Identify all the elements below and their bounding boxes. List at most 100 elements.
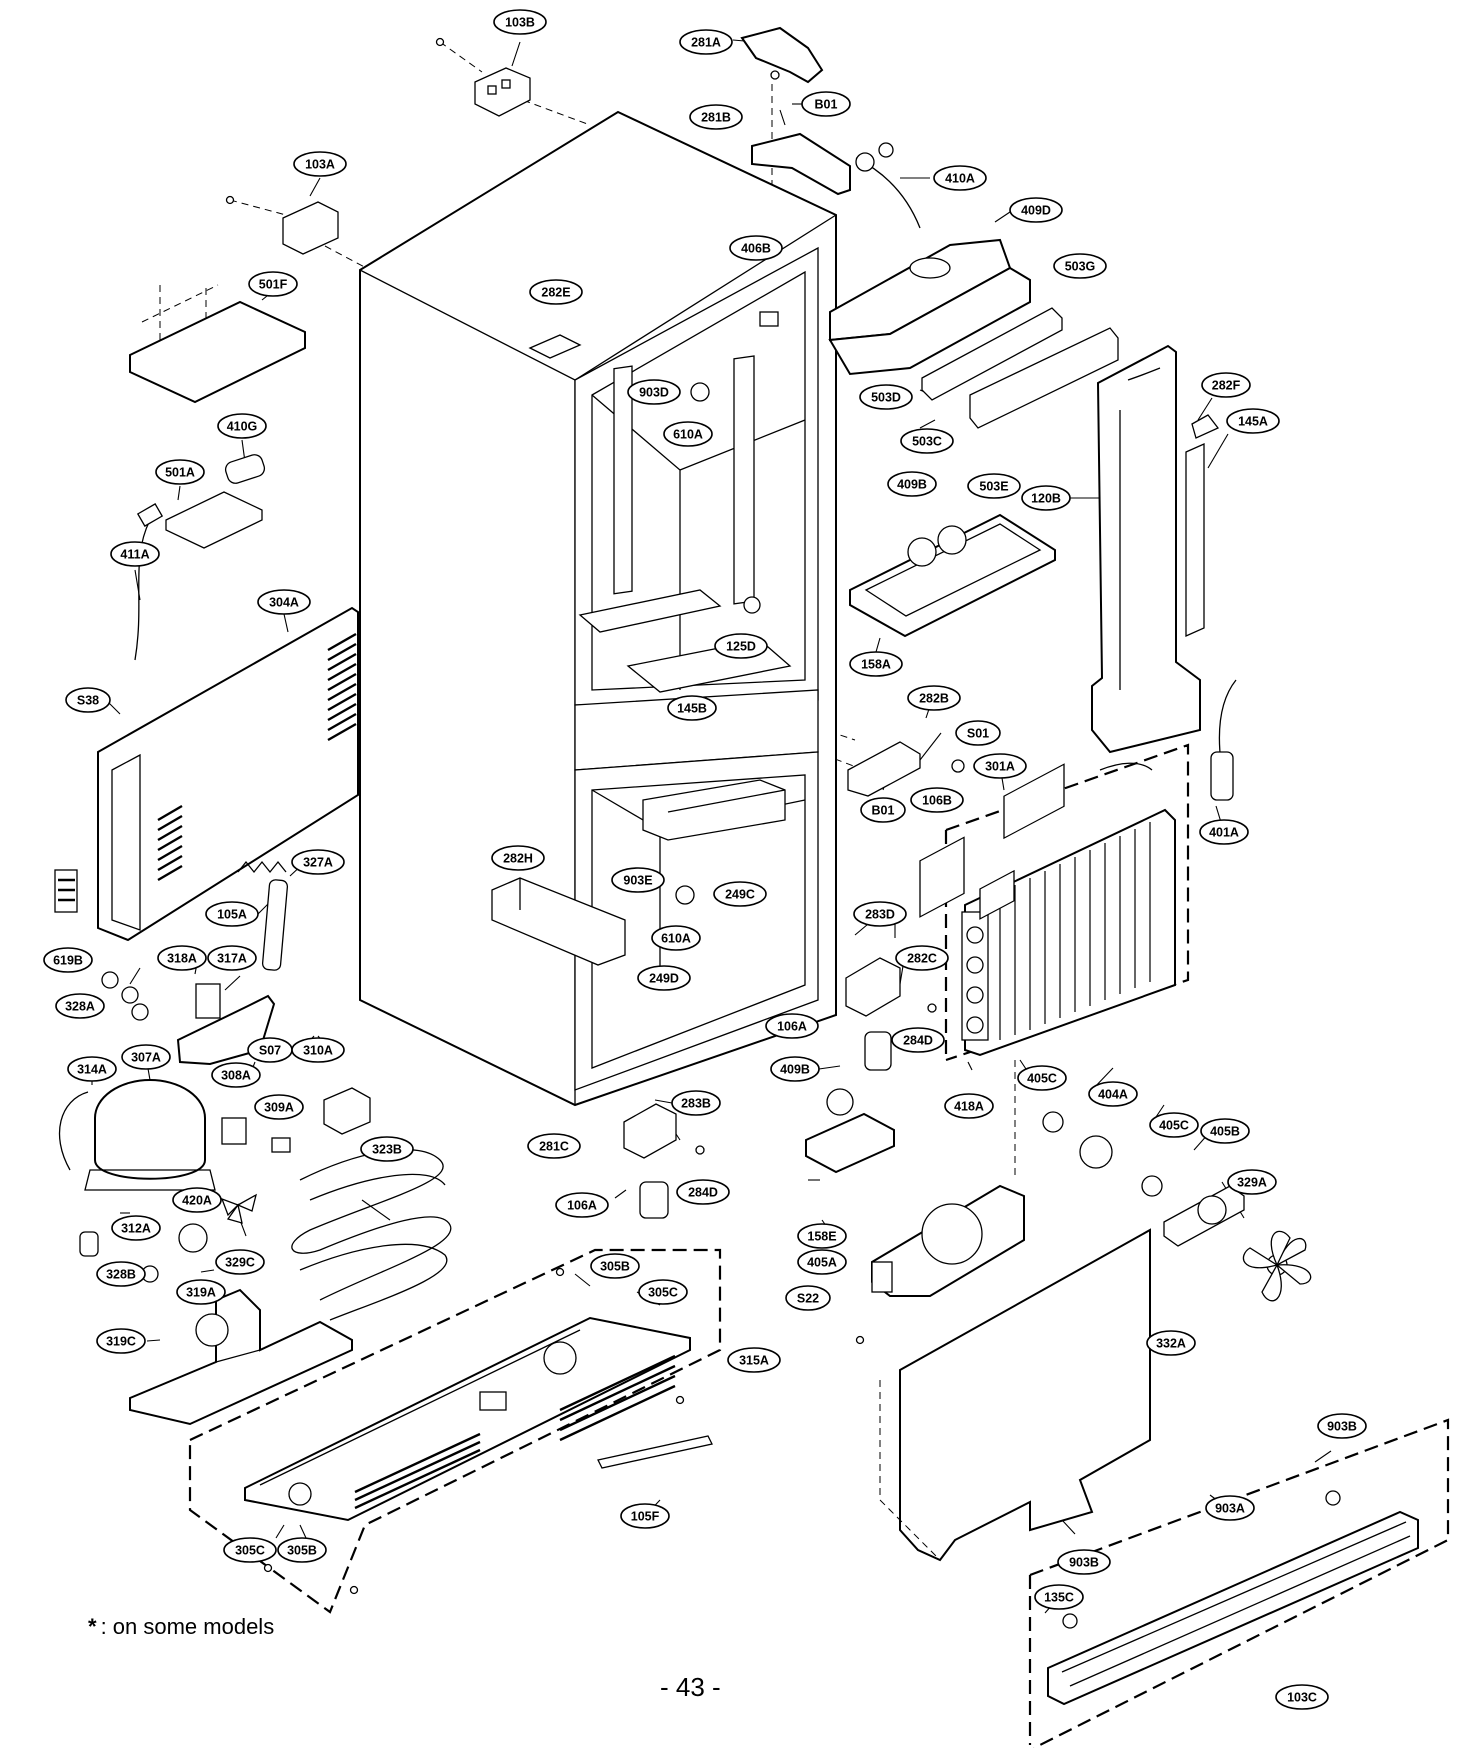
callout: 329A (1227, 1169, 1277, 1195)
callout-label: 409B (897, 478, 927, 492)
callout-label: 301A (985, 760, 1015, 774)
callout: 420A (172, 1187, 222, 1213)
callout: 105A (205, 901, 259, 927)
callout-label: 307A (131, 1051, 161, 1065)
callout: 329C (215, 1249, 265, 1275)
callout: 283B (671, 1090, 721, 1116)
callout-label: 319A (186, 1286, 216, 1300)
callout: 319C (96, 1328, 146, 1354)
callout: 903B (1057, 1549, 1111, 1575)
callout: 318A (157, 945, 207, 971)
top-parts (129, 26, 851, 661)
callout: 145A (1226, 408, 1280, 434)
callout-label: 106B (922, 794, 952, 808)
callout: 305C (223, 1537, 277, 1563)
callout: 405B (1200, 1118, 1250, 1144)
compressor-area (58, 879, 452, 1426)
callout-label: 103A (305, 158, 335, 172)
callout: 106B (910, 787, 964, 813)
callout-label: 308A (221, 1069, 251, 1083)
callout: 103C (1275, 1684, 1329, 1710)
callout-label: 329A (1237, 1176, 1267, 1190)
callout-label: 125D (726, 640, 756, 654)
evaporator-assembly (944, 743, 1190, 1062)
callout-label: 610A (673, 428, 703, 442)
callout-label: 318A (167, 952, 197, 966)
callout: 418A (944, 1093, 994, 1119)
callout-label: 283D (865, 908, 895, 922)
callout-label: 282C (907, 952, 937, 966)
callout: 503E (967, 473, 1021, 499)
callout-label: 610A (661, 932, 691, 946)
callout-label: 411A (120, 548, 149, 562)
callout: 409B (887, 471, 937, 497)
callout-label: 158A (861, 658, 891, 672)
footnote-text: : on some models (100, 1614, 275, 1639)
callout-label: 283B (681, 1097, 711, 1111)
callout-label: 903B (1069, 1556, 1099, 1570)
callout-label: 315A (739, 1354, 769, 1368)
callout-label: 282F (1212, 379, 1241, 393)
callout: 503C (900, 428, 954, 454)
callout-label: 305B (287, 1544, 317, 1558)
callout-label: 120B (1031, 492, 1061, 506)
callout-label: 158E (807, 1230, 836, 1244)
callout-label: 903B (1327, 1420, 1357, 1434)
callout: 903A (1205, 1495, 1255, 1521)
callout-label: 405A (807, 1256, 837, 1270)
callout: 314A (67, 1056, 117, 1082)
callout: 409B (770, 1056, 820, 1082)
callout: 282E (529, 279, 583, 305)
callout: 282F (1201, 372, 1251, 398)
callout: S22 (785, 1285, 831, 1311)
callout-label: 106A (567, 1199, 597, 1213)
callout: 284D (891, 1027, 945, 1053)
callout: 105F (620, 1503, 670, 1529)
callout: 135C (1034, 1584, 1084, 1610)
callout: 903E (611, 867, 665, 893)
callout-label: 404A (1098, 1088, 1128, 1102)
callout: 158A (849, 651, 903, 677)
callout: 312A (111, 1215, 161, 1241)
callout: 281A (679, 29, 733, 55)
callout: 103B (493, 9, 547, 35)
callout-label: S01 (967, 727, 989, 741)
page-number: - 43 - (660, 1672, 721, 1702)
callout-label: 135C (1044, 1591, 1074, 1605)
callout: B01 (860, 797, 906, 823)
callout-label: 418A (954, 1100, 984, 1114)
callout-label: 310A (303, 1044, 333, 1058)
callout-label: S07 (259, 1044, 281, 1058)
callout: 411A (110, 541, 160, 567)
callout: 410A (933, 165, 987, 191)
callout-label: S22 (797, 1292, 819, 1306)
callout: 410G (217, 413, 267, 439)
callout: 332A (1146, 1330, 1196, 1356)
callout: 106A (765, 1013, 819, 1039)
callout-label: 281A (691, 36, 721, 50)
callout: 282C (895, 945, 949, 971)
freezer-fan-assembly (805, 763, 1312, 1562)
callout: 249D (637, 965, 691, 991)
callout-label: 503D (871, 391, 901, 405)
callout-label: 406B (741, 242, 771, 256)
callout: 301A (973, 753, 1027, 779)
callout-label: 145A (1238, 415, 1268, 429)
callout: 315A (727, 1347, 781, 1373)
callout-label: 903A (1215, 1502, 1245, 1516)
callout: 281B (689, 104, 743, 130)
callout-label: 103B (505, 16, 535, 30)
callout-label: 314A (77, 1063, 107, 1077)
callout-label: 409D (1021, 204, 1051, 218)
callout-label: 503E (979, 480, 1008, 494)
callout-label: 332A (1156, 1337, 1186, 1351)
callout: 106A (555, 1192, 609, 1218)
callout-label: 405B (1210, 1125, 1240, 1139)
callout-label: 305C (648, 1286, 678, 1300)
callout: 405A (797, 1249, 847, 1275)
callout-label: 323B (372, 1143, 402, 1157)
callout-label: 305B (600, 1260, 630, 1274)
callout-label: 503C (912, 435, 942, 449)
callout: B01 (801, 91, 851, 117)
